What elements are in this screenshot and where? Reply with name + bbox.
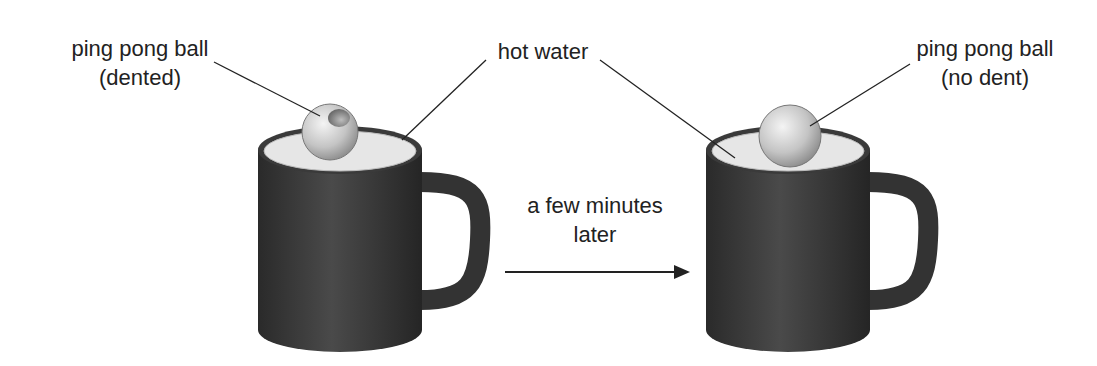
time-label: a few minutes later: [515, 192, 675, 249]
mug-body: [258, 150, 422, 352]
leader-line: [600, 60, 735, 158]
mug-handle: [420, 182, 480, 300]
part-label: ping pong ball (dented): [60, 35, 220, 92]
mug-body: [706, 150, 870, 352]
left-mug: [258, 104, 480, 352]
time-arrow: [505, 271, 676, 273]
leader-line: [402, 60, 486, 140]
arrow-head: [674, 265, 690, 279]
leader-line: [810, 64, 910, 126]
part-label: ping pong ball (no dent): [905, 35, 1065, 92]
ball-dent: [328, 109, 350, 127]
ping-pong-ball: [302, 104, 358, 160]
part-label: hot water: [498, 38, 589, 67]
ping-pong-ball: [759, 105, 821, 167]
mug-handle: [868, 182, 928, 300]
right-mug: [706, 105, 928, 352]
leader-line: [214, 62, 320, 116]
